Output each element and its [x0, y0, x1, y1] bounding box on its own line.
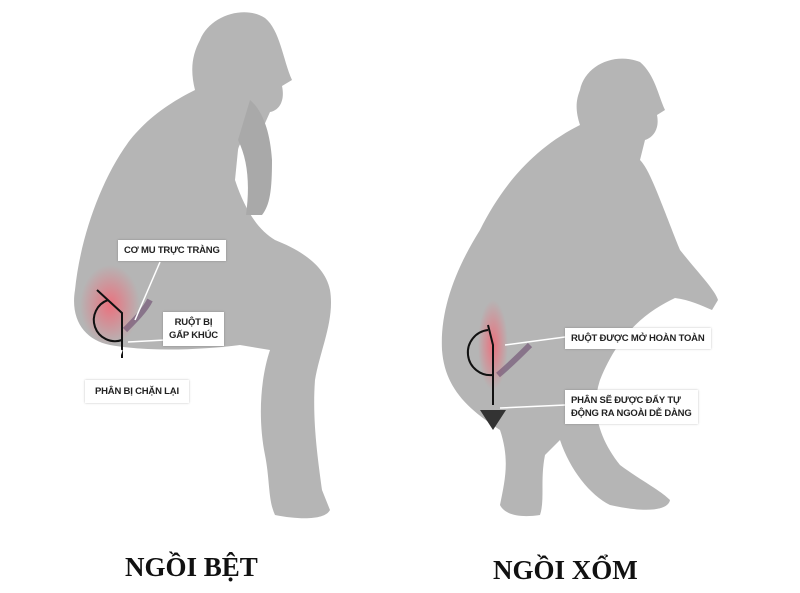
title-squatting: NGỒI XỔM: [493, 555, 638, 585]
title-sitting: NGỒI BỆT: [125, 552, 258, 582]
label-kinked-bowel: RUỘT BỊ GẤP KHÚC: [163, 312, 224, 346]
sitting-man-silhouette: [74, 12, 332, 519]
label-stool-blocked: PHÂN BỊ CHẶN LẠI: [85, 380, 189, 403]
arrow-down-icon: [480, 410, 506, 430]
label-stool-easy: PHÂN SẼ ĐƯỢC ĐẨY TỰ ĐỘNG RA NGOÀI DỄ DÀN…: [565, 390, 698, 424]
kinked-bowel: [122, 298, 153, 333]
label-line: GẤP KHÚC: [169, 330, 218, 341]
label-open-bowel: RUỘT ĐƯỢC MỞ HOÀN TOÀN: [565, 328, 711, 349]
label-line: ĐỘNG RA NGOÀI DỄ DÀNG: [571, 408, 692, 419]
angle-marker-open: [466, 324, 494, 405]
label-pointers-right: [499, 336, 566, 409]
label-pointers: [111, 261, 166, 379]
open-bowel: [496, 342, 533, 378]
label-puborectalis-muscle: CƠ MU TRỰC TRÀNG: [118, 240, 226, 261]
label-line: PHÂN SẼ ĐƯỢC ĐẨY TỰ: [571, 395, 681, 406]
label-line: RUỘT BỊ: [174, 317, 213, 328]
rectum-highlight: [80, 265, 140, 345]
squatting-man-silhouette: [441, 58, 718, 517]
angle-marker-kinked: [92, 289, 123, 358]
